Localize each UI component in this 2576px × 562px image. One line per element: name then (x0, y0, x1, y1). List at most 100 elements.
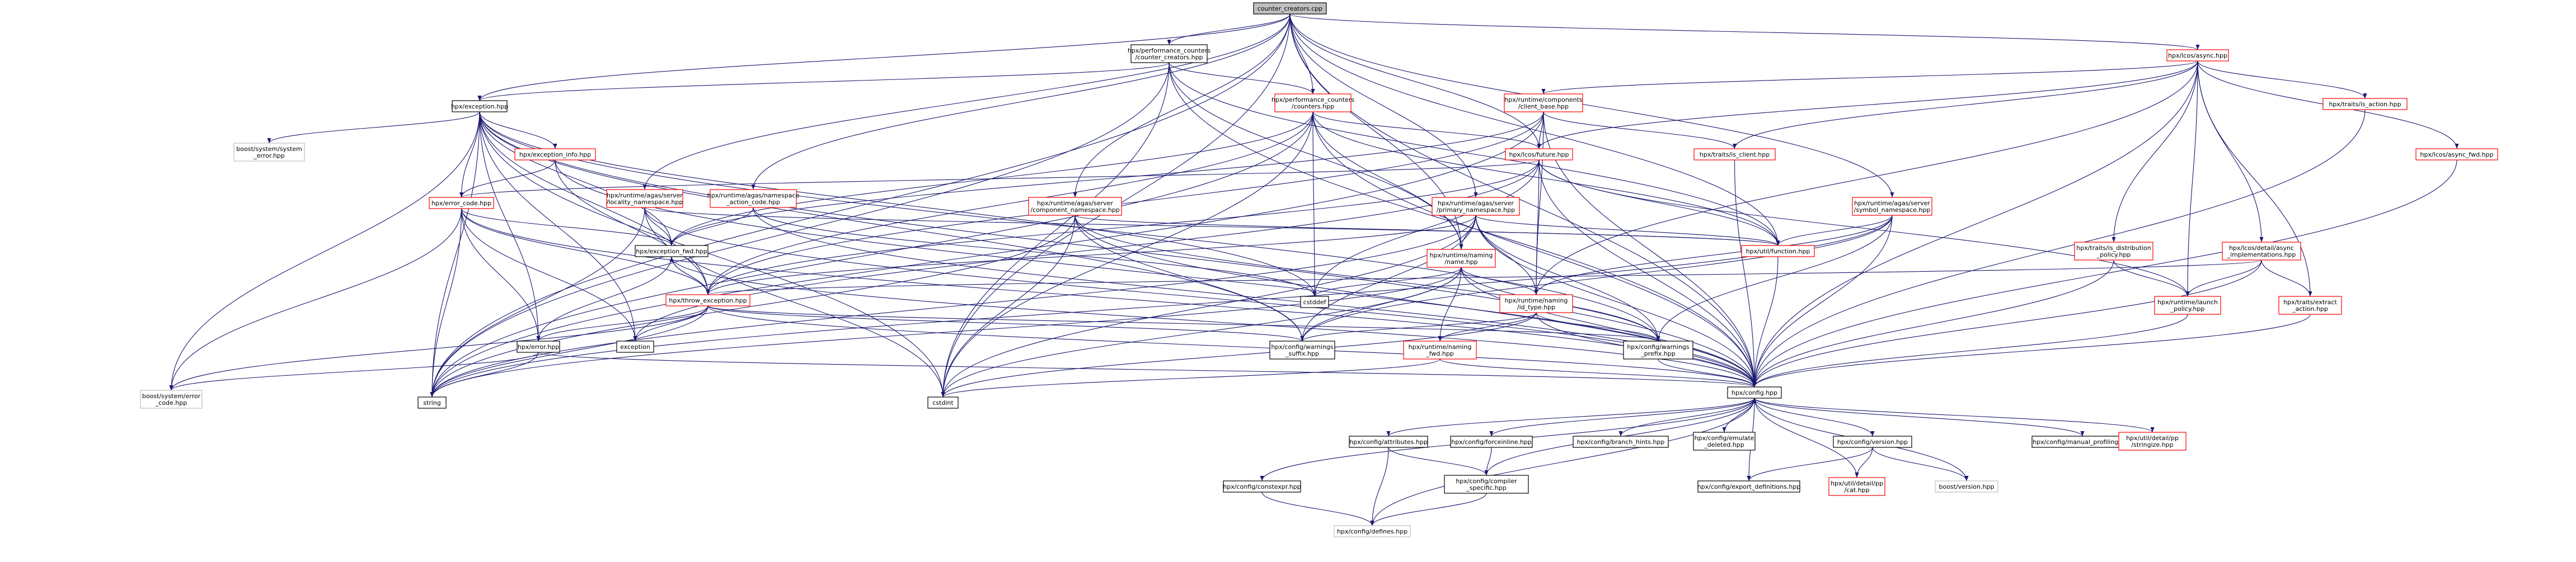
edge-line (707, 111, 1313, 295)
node-boost-system-error[interactable]: boost/system/system_error.hpp (233, 143, 305, 162)
node-label: _policy.hpp (2170, 305, 2205, 313)
node-warnings-prefix[interactable]: hpx/config/warnings_prefix.hpp (1623, 341, 1693, 360)
node-boost-version[interactable]: boost/version.hpp (1935, 480, 1998, 493)
edge-line (479, 13, 1291, 101)
edge-async-to-is-client (1733, 60, 2198, 149)
edge-arrowhead (1747, 476, 1751, 481)
node-manual-profiling[interactable]: hpx/config/manual_profiling.hpp (2031, 436, 2133, 448)
node-version[interactable]: hpx/config/version.hpp (1833, 436, 1912, 448)
node-launch-policy[interactable]: hpx/runtime/launch_policy.hpp (2154, 296, 2221, 315)
node-action-code[interactable]: hpx/runtime/agas/namespace_action_code.h… (707, 189, 800, 208)
node-exception-fwd[interactable]: hpx/exception_fwd.hpp (635, 245, 708, 257)
edge-exception-to-exception-info (479, 111, 557, 149)
node-label: boost/system/error (142, 393, 201, 400)
node-is-action[interactable]: hpx/traits/is_action.hpp (2322, 98, 2408, 110)
node-unique-function[interactable]: hpx/util/function.hpp (1741, 245, 1815, 257)
node-stringize[interactable]: hpx/util/detail/pp/stringize.hpp (2118, 432, 2186, 451)
node-export-definitions[interactable]: hpx/config/export_definitions.hpp (1697, 480, 1801, 493)
edge-line (1312, 111, 1755, 388)
node-exception-info[interactable]: hpx/exception_info.hpp (514, 148, 596, 160)
edge-line (707, 305, 1303, 342)
edge-line (707, 159, 1540, 295)
node-attributes[interactable]: hpx/config/attributes.hpp (1349, 436, 1428, 448)
edge-line (538, 256, 672, 342)
node-string[interactable]: string (417, 396, 447, 409)
edge-line (479, 62, 1170, 101)
node-async-fwd[interactable]: hpx/lcos/async_fwd.hpp (2415, 148, 2498, 160)
node-constexpr[interactable]: hpx/config/constexpr.hpp (1223, 480, 1301, 493)
edge-line (1439, 312, 1537, 342)
edge-line (707, 111, 1544, 295)
edge-arrowhead (2150, 427, 2155, 432)
node-is-client[interactable]: hpx/traits/is_client.hpp (1693, 148, 1776, 160)
node-naming-fwd[interactable]: hpx/runtime/naming_fwd.hpp (1403, 341, 1477, 360)
node-box (1505, 148, 1573, 160)
edge-component-ns-to-config (1074, 215, 1757, 388)
edge-line (1388, 398, 1755, 437)
node-is-distribution-policy[interactable]: hpx/traits/is_distribution_policy.hpp (2074, 242, 2153, 261)
node-std-exception[interactable]: exception (616, 341, 654, 353)
node-box (1828, 477, 1885, 496)
node-label: hpx/traits/is_distribution (2076, 244, 2151, 252)
edge-line (1536, 215, 1893, 295)
edge-arrowhead (1312, 291, 1317, 296)
node-locality-ns[interactable]: hpx/runtime/agas/server/locality_namespa… (606, 189, 683, 208)
edge-line (171, 305, 708, 391)
node-client-base[interactable]: hpx/runtime/components/client_base.hpp (1504, 93, 1583, 112)
node-id-type[interactable]: hpx/runtime/naming/id_type.hpp (1499, 294, 1573, 313)
node-label: hpx/util/detail/pp (2126, 435, 2179, 442)
node-box (1504, 93, 1583, 112)
edge-async-to-is-distribution-policy (2112, 60, 2198, 243)
node-forceinline[interactable]: hpx/config/forceinline.hpp (1450, 436, 1533, 448)
node-future[interactable]: hpx/lcos/future.hpp (1505, 148, 1573, 160)
node-label: _error.hpp (253, 152, 285, 159)
edge-exception-to-hpx-error (479, 111, 541, 342)
node-cat[interactable]: hpx/util/detail/pp/cat.hpp (1828, 477, 1885, 496)
node-extract-action[interactable]: hpx/traits/extract_action.hpp (2278, 296, 2342, 315)
node-component-ns[interactable]: hpx/runtime/agas/server/component_namesp… (1028, 197, 1122, 216)
node-config[interactable]: hpx/config.hpp (1727, 386, 1782, 399)
node-label: hpx/config/manual_profiling.hpp (2033, 438, 2132, 446)
edge-line (2197, 60, 2366, 99)
node-emulate-deleted[interactable]: hpx/config/emulate_deleted.hpp (1693, 432, 1756, 451)
edge-primary-ns-to-unique-function (1475, 215, 1780, 246)
edge-line (1536, 312, 1659, 342)
node-box (517, 341, 560, 353)
node-root[interactable]: counter_creators.cpp (1253, 2, 1327, 15)
edge-arrowhead (1073, 192, 1077, 197)
node-exception[interactable]: hpx/exception.hpp (451, 100, 508, 112)
edge-throw-exception-to-warnings-suffix (707, 305, 1305, 342)
node-perf-counter-creators[interactable]: hpx/performance_counters/counter_creator… (1128, 44, 1210, 63)
node-hpx-error[interactable]: hpx/error.hpp (517, 341, 560, 353)
node-throw-exception[interactable]: hpx/throw_exception.hpp (665, 294, 750, 306)
node-branch-hints[interactable]: hpx/config/branch_hints.hpp (1573, 436, 1669, 448)
nodes-layer: counter_creators.cpp hpx/performance_coun… (140, 2, 2498, 537)
node-compiler-specific[interactable]: hpx/config/compiler_specific.hpp (1444, 475, 1529, 494)
edge-hpx-error-to-boost-error-code (169, 352, 539, 391)
node-boost-error-code[interactable]: boost/system/error_code.hpp (140, 390, 203, 409)
node-defines[interactable]: hpx/config/defines.hpp (1334, 525, 1411, 537)
edge-symbol-ns-to-config (1752, 215, 1893, 388)
node-cstdint[interactable]: cstdint (927, 396, 959, 409)
edge-line (1074, 215, 1659, 342)
edge-naming-name-to-naming-fwd (1438, 267, 1462, 342)
node-error-code[interactable]: hpx/error_code.hpp (429, 197, 494, 209)
edge-client-base-to-throw-exception (706, 111, 1544, 295)
edge-line (171, 352, 539, 391)
node-cstddef[interactable]: cstddef (1300, 296, 1329, 308)
node-symbol-ns[interactable]: hpx/runtime/agas/server/symbol_namespace… (1852, 197, 1932, 216)
node-naming-name[interactable]: hpx/runtime/naming/name.hpp (1427, 249, 1496, 268)
edge-line (707, 215, 1476, 295)
node-warnings-suffix[interactable]: hpx/config/warnings_suffix.hpp (1269, 341, 1335, 360)
edge-line (1169, 62, 1462, 250)
node-async[interactable]: hpx/lcos/async.hpp (2166, 49, 2229, 62)
edge-line (461, 159, 556, 198)
edge-throw-exception-to-hpx-error (536, 305, 708, 342)
node-perf-counters[interactable]: hpx/performance_counters/counters.hpp (1271, 93, 1354, 112)
node-async-implementations[interactable]: hpx/lcos/detail/async_implementations.hp… (2222, 242, 2301, 261)
node-box (1223, 480, 1301, 493)
node-label: _specific.hpp (1466, 484, 1507, 492)
edge-line (1536, 60, 2198, 295)
edge-line (431, 111, 1313, 398)
node-primary-ns[interactable]: hpx/runtime/agas/server/primary_namespac… (1432, 197, 1520, 216)
